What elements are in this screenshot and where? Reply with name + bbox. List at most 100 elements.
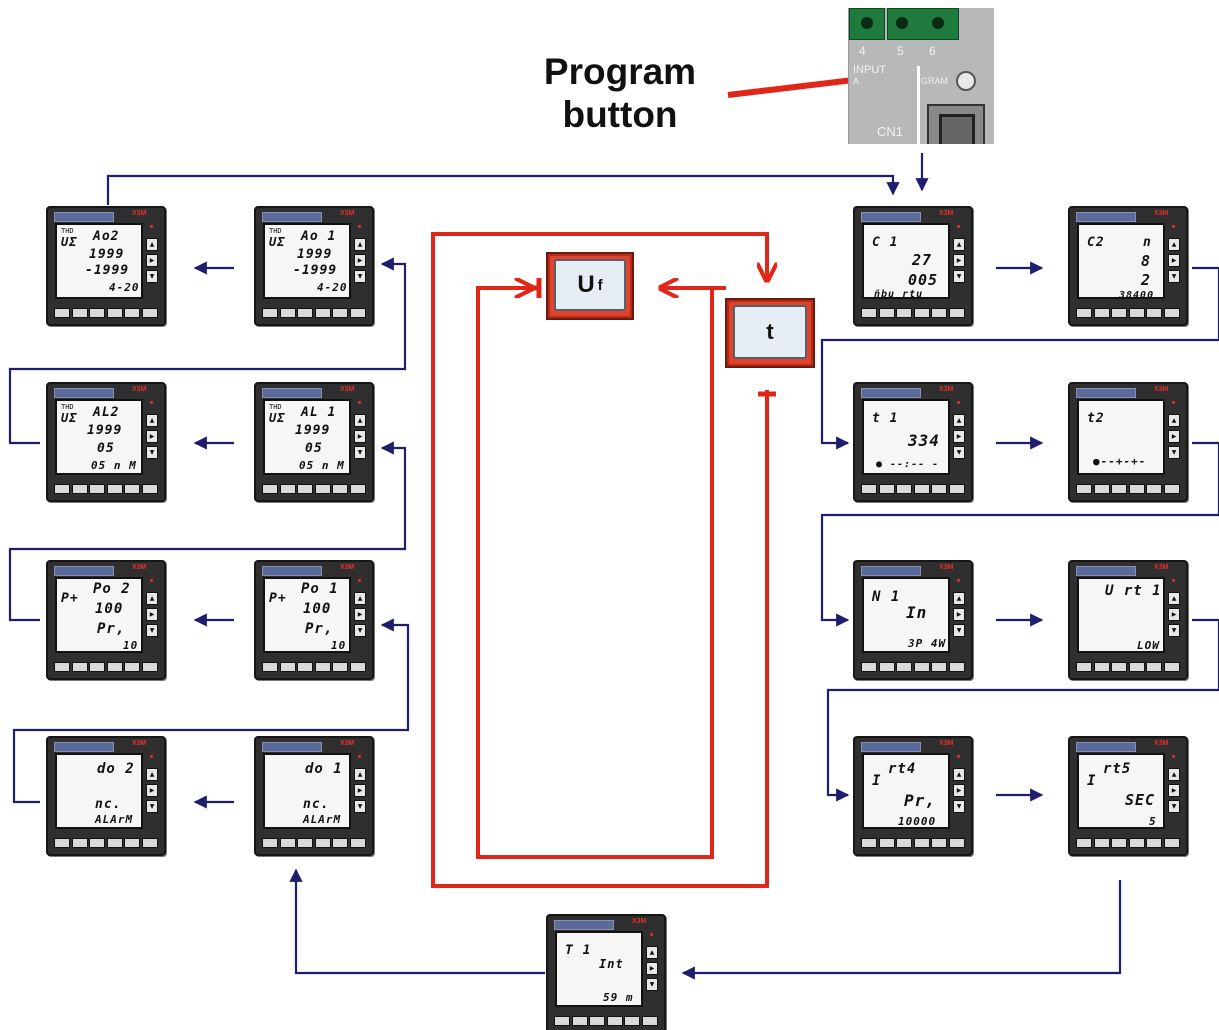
key-2[interactable] xyxy=(571,1016,588,1026)
key-1[interactable] xyxy=(54,838,70,848)
key-4[interactable] xyxy=(913,484,930,494)
up-button[interactable]: ▲ xyxy=(354,414,366,427)
key-1[interactable] xyxy=(1076,838,1092,848)
down-button[interactable]: ▼ xyxy=(1168,624,1180,637)
key-1[interactable] xyxy=(54,662,70,672)
key-4[interactable] xyxy=(106,308,123,318)
key-6[interactable] xyxy=(948,308,965,318)
key-6[interactable] xyxy=(948,838,965,848)
right-button[interactable]: ▶ xyxy=(146,430,158,443)
key-3[interactable] xyxy=(297,308,314,318)
down-button[interactable]: ▼ xyxy=(1168,270,1180,283)
key-3[interactable] xyxy=(896,484,913,494)
key-4[interactable] xyxy=(913,838,930,848)
up-button[interactable]: ▲ xyxy=(953,768,965,781)
key-5[interactable] xyxy=(931,484,948,494)
up-button[interactable]: ▲ xyxy=(146,238,158,251)
down-button[interactable]: ▼ xyxy=(354,446,366,459)
key-6[interactable] xyxy=(1163,484,1180,494)
key-2[interactable] xyxy=(279,484,296,494)
key-3[interactable] xyxy=(1111,484,1128,494)
key-5[interactable] xyxy=(124,662,141,672)
key-4[interactable] xyxy=(314,308,331,318)
key-3[interactable] xyxy=(1111,308,1128,318)
key-4[interactable] xyxy=(106,838,123,848)
key-6[interactable] xyxy=(349,308,366,318)
key-1[interactable] xyxy=(262,484,278,494)
key-4[interactable] xyxy=(314,662,331,672)
key-6[interactable] xyxy=(1163,308,1180,318)
key-2[interactable] xyxy=(878,484,895,494)
down-button[interactable]: ▼ xyxy=(146,446,158,459)
key-2[interactable] xyxy=(279,662,296,672)
key-6[interactable] xyxy=(141,662,158,672)
up-button[interactable]: ▲ xyxy=(354,592,366,605)
up-button[interactable]: ▲ xyxy=(146,768,158,781)
key-1[interactable] xyxy=(262,662,278,672)
right-button[interactable]: ▶ xyxy=(953,608,965,621)
right-button[interactable]: ▶ xyxy=(1168,430,1180,443)
right-button[interactable]: ▶ xyxy=(953,254,965,267)
up-button[interactable]: ▲ xyxy=(953,592,965,605)
up-button[interactable]: ▲ xyxy=(146,414,158,427)
down-button[interactable]: ▼ xyxy=(354,624,366,637)
key-6[interactable] xyxy=(141,484,158,494)
key-2[interactable] xyxy=(279,838,296,848)
key-2[interactable] xyxy=(1093,838,1110,848)
right-button[interactable]: ▶ xyxy=(953,784,965,797)
up-button[interactable]: ▲ xyxy=(953,238,965,251)
key-4[interactable] xyxy=(1128,484,1145,494)
key-2[interactable] xyxy=(71,662,88,672)
down-button[interactable]: ▼ xyxy=(146,624,158,637)
key-6[interactable] xyxy=(1163,838,1180,848)
right-button[interactable]: ▶ xyxy=(1168,608,1180,621)
key-1[interactable] xyxy=(1076,484,1092,494)
right-button[interactable]: ▶ xyxy=(1168,254,1180,267)
right-button[interactable]: ▶ xyxy=(646,962,658,975)
key-2[interactable] xyxy=(1093,662,1110,672)
key-6[interactable] xyxy=(349,838,366,848)
key-3[interactable] xyxy=(89,484,106,494)
key-6[interactable] xyxy=(141,308,158,318)
key-2[interactable] xyxy=(878,838,895,848)
key-6[interactable] xyxy=(141,838,158,848)
key-5[interactable] xyxy=(931,662,948,672)
key-1[interactable] xyxy=(861,484,877,494)
key-2[interactable] xyxy=(279,308,296,318)
down-button[interactable]: ▼ xyxy=(953,800,965,813)
key-2[interactable] xyxy=(878,308,895,318)
key-4[interactable] xyxy=(1128,308,1145,318)
key-3[interactable] xyxy=(1111,662,1128,672)
key-5[interactable] xyxy=(332,838,349,848)
up-button[interactable]: ▲ xyxy=(1168,592,1180,605)
key-3[interactable] xyxy=(89,838,106,848)
key-5[interactable] xyxy=(124,838,141,848)
right-button[interactable]: ▶ xyxy=(146,784,158,797)
down-button[interactable]: ▼ xyxy=(146,270,158,283)
up-button[interactable]: ▲ xyxy=(1168,768,1180,781)
up-button[interactable]: ▲ xyxy=(354,238,366,251)
key-6[interactable] xyxy=(349,484,366,494)
down-button[interactable]: ▼ xyxy=(354,270,366,283)
right-button[interactable]: ▶ xyxy=(146,608,158,621)
key-1[interactable] xyxy=(861,308,877,318)
key-5[interactable] xyxy=(1146,662,1163,672)
down-button[interactable]: ▼ xyxy=(146,800,158,813)
key-2[interactable] xyxy=(1093,308,1110,318)
up-button[interactable]: ▲ xyxy=(1168,414,1180,427)
key-4[interactable] xyxy=(913,308,930,318)
key-5[interactable] xyxy=(1146,484,1163,494)
key-1[interactable] xyxy=(554,1016,570,1026)
key-5[interactable] xyxy=(124,484,141,494)
key-5[interactable] xyxy=(624,1016,641,1026)
key-3[interactable] xyxy=(896,308,913,318)
key-4[interactable] xyxy=(606,1016,623,1026)
key-1[interactable] xyxy=(861,662,877,672)
key-6[interactable] xyxy=(1163,662,1180,672)
key-5[interactable] xyxy=(124,308,141,318)
key-3[interactable] xyxy=(297,662,314,672)
key-5[interactable] xyxy=(332,308,349,318)
key-5[interactable] xyxy=(332,484,349,494)
down-button[interactable]: ▼ xyxy=(354,800,366,813)
